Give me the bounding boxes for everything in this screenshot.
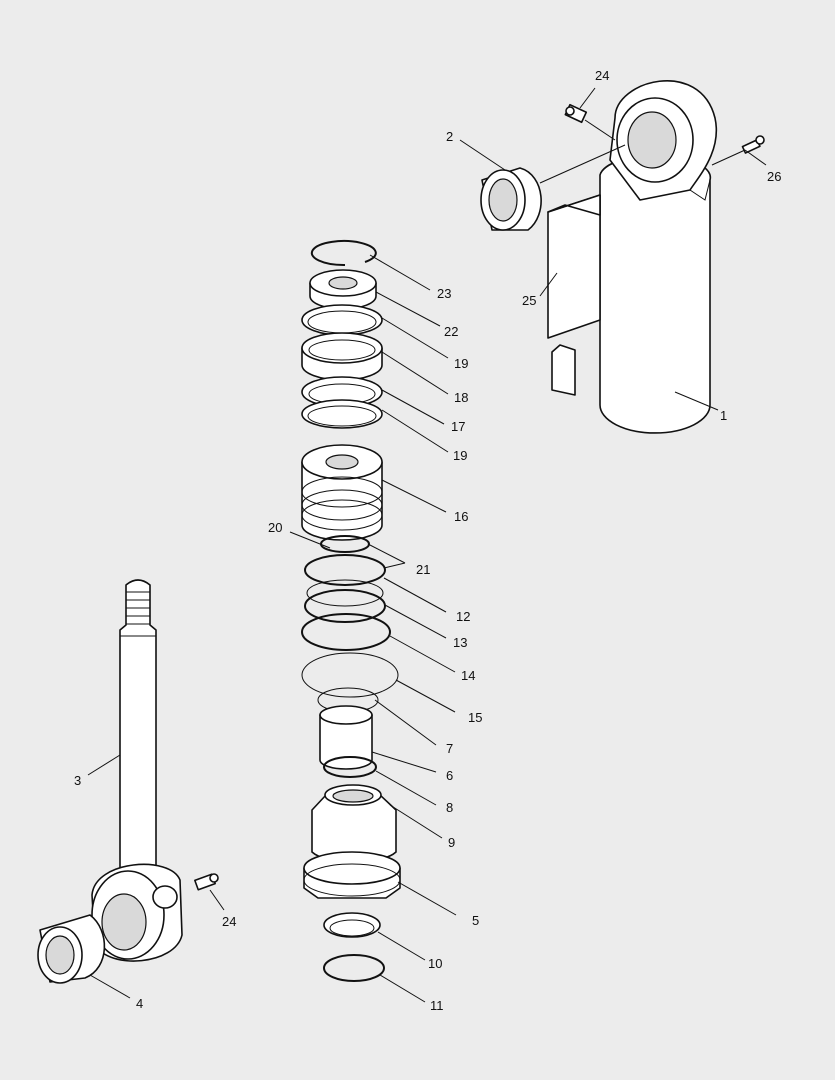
callout-1: 1	[720, 408, 727, 423]
callout-14: 14	[461, 668, 475, 683]
part-11-snap-ring	[323, 954, 385, 982]
callout-2: 2	[446, 129, 453, 144]
part-19-wear-ring-upper	[301, 304, 383, 336]
callout-26: 26	[767, 169, 781, 184]
part-3-piston-rod	[91, 579, 183, 962]
callout-13: 13	[453, 635, 467, 650]
callout-9: 9	[448, 835, 455, 850]
callout-5: 5	[472, 913, 479, 928]
leader-lines	[87, 87, 767, 1003]
callout-20: 20	[268, 520, 282, 535]
callout-22: 22	[444, 324, 458, 339]
callout-4: 4	[136, 996, 143, 1011]
part-2-bushing	[480, 167, 542, 231]
callout-21: 21	[416, 562, 430, 577]
callout-16: 16	[454, 509, 468, 524]
part-6-sleeve	[319, 705, 373, 770]
callout-3: 3	[74, 773, 81, 788]
part-13-seal	[304, 589, 386, 623]
callout-25: 25	[522, 293, 536, 308]
part-1-cylinder-barrel	[547, 80, 718, 434]
part-16-piston	[301, 444, 383, 541]
part-21-o-ring	[304, 554, 386, 586]
part-4-bushing	[37, 914, 106, 984]
callout-24-top: 24	[595, 68, 609, 83]
callout-17: 17	[451, 419, 465, 434]
part-18-seal	[301, 332, 383, 381]
callout-8: 8	[446, 800, 453, 815]
part-26-screw	[741, 135, 765, 154]
callout-10: 10	[428, 956, 442, 971]
part-15-retaining-ring	[301, 652, 399, 698]
part-24-grease-fitting-rod	[194, 873, 219, 891]
part-8-ring	[323, 756, 377, 778]
part-10-wiper	[323, 912, 381, 938]
part-5-end-cap	[303, 851, 401, 899]
callout-7: 7	[446, 741, 453, 756]
part-24-grease-fitting-top	[564, 103, 588, 124]
part-19-wear-ring-lower	[301, 399, 383, 429]
callout-6: 6	[446, 768, 453, 783]
callout-labels: 1 2 3 4 5 6 7 8 9 10 11 12 13 14 15 16 1…	[74, 68, 781, 1013]
callout-15: 15	[468, 710, 482, 725]
callout-19-upper: 19	[454, 356, 468, 371]
callout-24-rod: 24	[222, 914, 236, 929]
callout-18: 18	[454, 390, 468, 405]
part-23-snap-ring	[310, 240, 377, 267]
part-9-gland	[311, 784, 397, 864]
callout-12: 12	[456, 609, 470, 624]
callout-11: 11	[430, 998, 444, 1013]
callout-19-lower: 19	[453, 448, 467, 463]
part-22-locking-nut	[309, 269, 377, 310]
callout-23: 23	[437, 286, 451, 301]
part-14-o-ring	[301, 613, 391, 651]
part-12-backup-ring	[306, 579, 384, 607]
